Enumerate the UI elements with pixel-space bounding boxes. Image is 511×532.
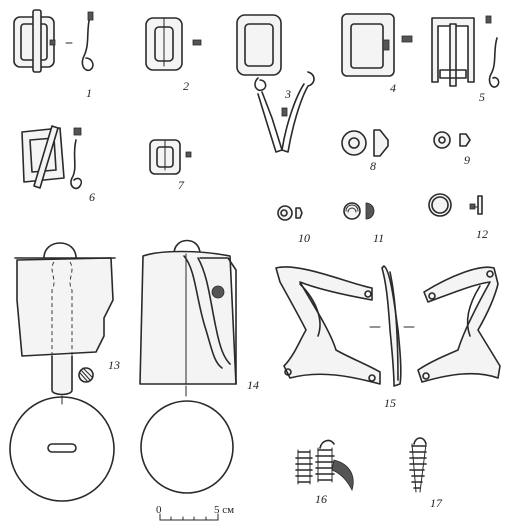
- figure-number-16: 16: [315, 492, 327, 506]
- figure-number-6: 6: [89, 190, 95, 204]
- coil-17-drawing: [409, 437, 427, 493]
- figure-number-14: 14: [247, 378, 259, 392]
- figure-number-1: 1: [86, 86, 92, 100]
- buckle-6-drawing: [21, 125, 83, 190]
- buckle-4-drawing: [341, 13, 413, 77]
- figure-number-2: 2: [183, 79, 189, 93]
- button-10-drawing: [277, 205, 303, 221]
- ring-12-drawing: [428, 193, 483, 217]
- buckle-2-drawing: [145, 17, 202, 71]
- button-8-drawing: [341, 129, 389, 157]
- figure-number-5: 5: [479, 90, 485, 104]
- figure-number-4: 4: [390, 81, 396, 95]
- figure-number-8: 8: [370, 159, 376, 173]
- buckle-3-drawing: [236, 14, 315, 153]
- buckle-1-drawing: [13, 9, 94, 73]
- buckle-7-drawing: [149, 139, 192, 175]
- buckle-5-drawing: [431, 15, 500, 88]
- figure-number-17: 17: [430, 496, 443, 510]
- figure-number-15: 15: [384, 396, 396, 410]
- button-9-drawing: [433, 131, 471, 149]
- tool-14-drawing: [139, 239, 237, 494]
- fitting-15-drawing: [275, 265, 501, 387]
- scale-end-label: 5 см: [214, 504, 234, 516]
- scale-zero-label: 0: [156, 504, 162, 516]
- figure-number-12: 12: [476, 227, 488, 241]
- figure-number-11: 11: [373, 231, 384, 245]
- figure-number-13: 13: [108, 358, 120, 372]
- figure-number-3: 3: [284, 87, 291, 101]
- figure-number-9: 9: [464, 153, 470, 167]
- figure-number-7: 7: [178, 178, 185, 192]
- coils-16-drawing: [295, 439, 354, 492]
- tool-13-drawing: [9, 242, 116, 502]
- button-11-drawing: [343, 202, 375, 220]
- figure-number-10: 10: [298, 231, 310, 245]
- scale-bar: [159, 513, 219, 521]
